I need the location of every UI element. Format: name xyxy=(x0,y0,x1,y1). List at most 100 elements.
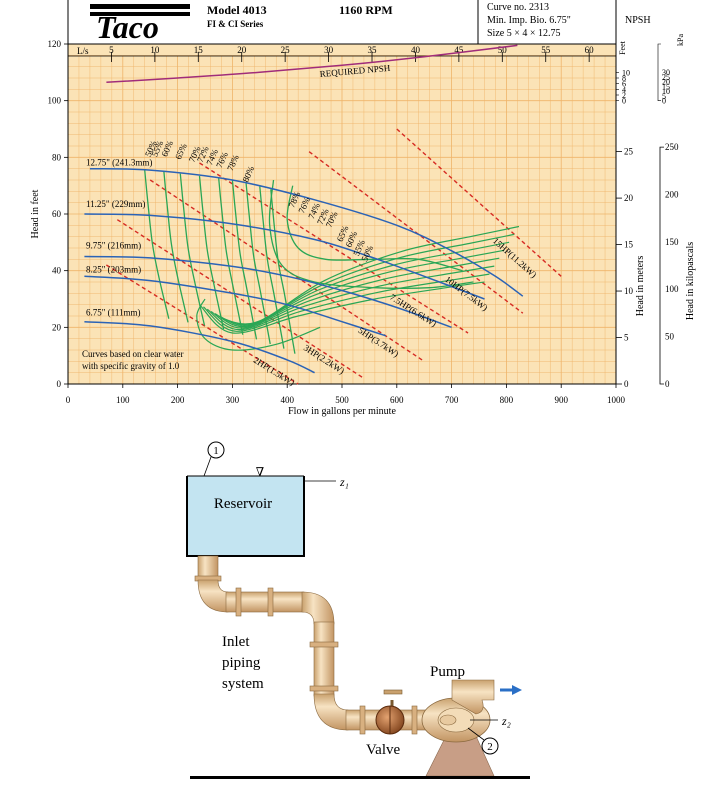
npsh-kpa-label: kPa xyxy=(676,34,685,46)
kpa-tick-label: 50 xyxy=(665,332,675,342)
pump xyxy=(421,679,495,777)
x-tick-label: 200 xyxy=(171,395,185,405)
marker-1-label: 1 xyxy=(213,445,219,457)
curve-no-text: Curve no. 2313 xyxy=(487,2,549,13)
npsh-kpa-tick-label: 30 xyxy=(662,68,670,77)
inlet-piping xyxy=(194,555,447,735)
ls-tick-label: 30 xyxy=(324,45,334,55)
y-axis-label: Head in feet xyxy=(30,189,41,238)
npsh-feet-label: Feet xyxy=(618,40,627,55)
size-text: Size 5 × 4 × 12.75 xyxy=(487,28,561,39)
inlet-label-3: system xyxy=(222,676,264,692)
series-text: FI & CI Series xyxy=(207,19,264,29)
efficiency-line xyxy=(210,257,500,329)
x-tick-label: 600 xyxy=(390,395,404,405)
x-tick-label: 800 xyxy=(500,395,514,405)
x-tick-label: 500 xyxy=(335,395,349,405)
power-line xyxy=(199,162,469,334)
kpa-tick-label: 150 xyxy=(665,237,679,247)
reservoir-tank xyxy=(186,476,305,557)
meters-tick-label: 10 xyxy=(624,286,634,296)
plot-grid xyxy=(67,43,617,385)
efficiency-line xyxy=(218,241,510,327)
x-axis-label: Flow in gallons per minute xyxy=(288,406,396,417)
kpa-tick-label: 100 xyxy=(665,284,679,294)
y-tick-label: 100 xyxy=(48,96,62,106)
impeller-curves xyxy=(84,167,524,374)
npsh-kpa-axis-line xyxy=(657,43,661,101)
taco-logo: Taco xyxy=(90,4,190,45)
impeller-curve xyxy=(84,213,485,300)
ls-tick-label: 45 xyxy=(454,45,464,55)
kpa-tick-label: 0 xyxy=(665,379,670,389)
ls-tick-label: 15 xyxy=(194,45,204,55)
impeller-curve xyxy=(84,320,315,374)
inlet-label-2: piping xyxy=(222,655,261,671)
efficiency-line xyxy=(268,179,474,290)
npsh-kpa-tick-label: 5 xyxy=(662,92,666,101)
z2-label: z₂ xyxy=(501,714,511,728)
npsh-feet-tick-label: 2 xyxy=(622,91,626,100)
rpm-text: 1160 RPM xyxy=(339,3,393,17)
power-line xyxy=(105,264,299,385)
npsh-feet-tick-label: 6 xyxy=(622,80,626,89)
kpa-tick-label: 250 xyxy=(665,142,679,152)
impeller-label: 6.75" (111mm) xyxy=(86,308,141,318)
marker-1-circle xyxy=(207,441,225,459)
x-tick-label: 700 xyxy=(445,395,459,405)
efficiency-line xyxy=(214,249,505,328)
y-tick-label: 120 xyxy=(48,39,62,49)
inlet-label-1: Inlet xyxy=(222,634,250,650)
water-level-icon: ∇ xyxy=(256,465,264,479)
ls-tick-label: 40 xyxy=(411,45,421,55)
meters-tick-label: 5 xyxy=(624,333,629,343)
efficiency-line xyxy=(179,173,206,326)
valve-handle xyxy=(383,689,403,695)
ls-tick-label: 5 xyxy=(109,45,114,55)
efficiency-line xyxy=(270,189,296,354)
marker-2-circle xyxy=(481,737,499,755)
ls-tick-label: 60 xyxy=(585,45,595,55)
pump-outlet xyxy=(451,679,495,715)
ls-axis-label: L/s xyxy=(77,46,89,56)
x-tick-label: 100 xyxy=(116,395,130,405)
efficiency-line xyxy=(226,225,520,325)
impeller-curve xyxy=(89,167,524,297)
efficiency-line xyxy=(218,178,244,335)
meters-tick-label: 25 xyxy=(624,147,634,157)
efficiency-line xyxy=(196,298,321,351)
min-imp-text: Min. Imp. Bio. 6.75" xyxy=(487,15,571,26)
y-tick-label: 20 xyxy=(52,322,62,332)
impeller-curve xyxy=(84,275,387,337)
x-tick-label: 0 xyxy=(66,395,71,405)
impeller-label: 8.25" (203mm) xyxy=(86,264,141,274)
power-line xyxy=(308,151,524,314)
efficiency-line xyxy=(163,171,189,323)
npsh-kpa-tick-label: 0 xyxy=(662,97,666,106)
pump-label: Pump xyxy=(430,664,465,680)
efficiency-lines xyxy=(144,169,520,354)
kpa-tick-label: 200 xyxy=(665,189,679,199)
npsh-feet-tick-label: 8 xyxy=(622,74,626,83)
piping-diagram: ∇ z₁ Reservoir 1 Inlet piping system xyxy=(186,441,530,779)
npsh-kpa-tick-label: 20 xyxy=(662,78,670,87)
ls-tick-label: 50 xyxy=(498,45,508,55)
ground-line xyxy=(190,776,530,779)
x-tick-label: 900 xyxy=(554,395,568,405)
kpa-axis-label: Head in kilopascals xyxy=(685,242,696,320)
efficiency-line xyxy=(203,273,490,332)
kpa-axis-line xyxy=(659,146,664,385)
ls-tick-label: 20 xyxy=(237,45,247,55)
y-tick-label: 0 xyxy=(57,379,62,389)
efficiency-line xyxy=(231,179,258,340)
npsh-kpa-tick-label: 10 xyxy=(662,87,670,96)
npsh-feet-tick-label: 0 xyxy=(622,97,626,106)
flow-arrow-head xyxy=(512,685,522,695)
brand-text: Taco xyxy=(96,9,159,45)
marker-2-leader xyxy=(467,727,485,741)
z1-label: z₁ xyxy=(339,475,349,489)
npsh-kpa-tick-label: 15 xyxy=(662,82,670,91)
